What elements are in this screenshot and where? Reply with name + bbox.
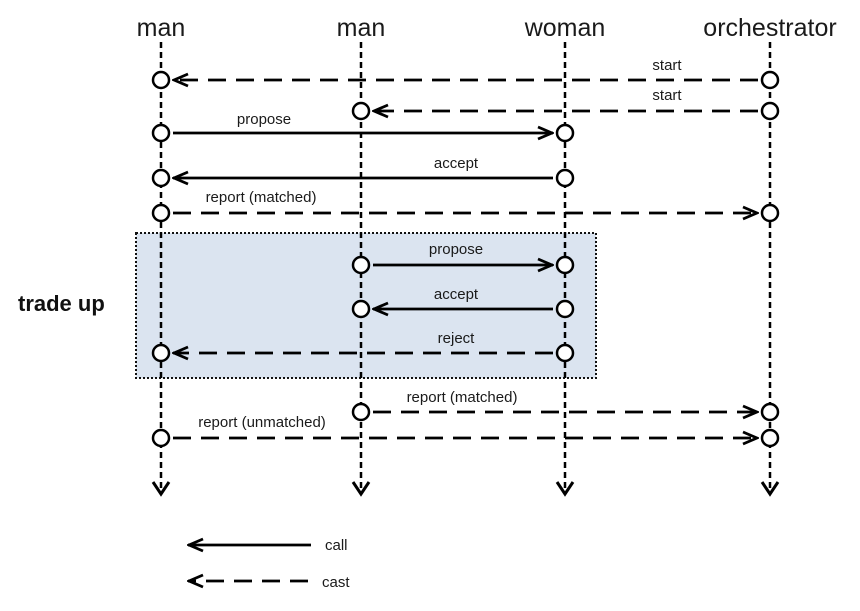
lifeline-end-arrow-man-2 [351,481,371,497]
message-report-matched-2: report (matched) [351,389,780,422]
message-port [151,70,171,90]
message-port [151,428,171,448]
message-label: accept [434,155,479,172]
lifeline-end-arrow-woman [555,481,575,497]
message-port [555,299,575,319]
message-port [351,255,371,275]
lifeline-end-arrow-orchestrator [760,481,780,497]
message-port [351,299,371,319]
message-report-unmatched: report (unmatched) [151,414,780,448]
message-report-matched-1: report (matched) [151,189,780,223]
message-reject: reject [151,330,575,363]
message-port [555,168,575,188]
message-port [151,203,171,223]
message-start-2: start [351,87,780,121]
message-port [760,402,780,422]
message-label: report (matched) [407,389,518,406]
message-label: reject [438,330,476,347]
message-port [760,203,780,223]
message-port [351,402,371,422]
message-port [555,343,575,363]
message-start-1: start [151,57,780,90]
message-port [151,123,171,143]
message-port [151,168,171,188]
message-label: propose [429,241,483,258]
message-label: start [652,57,682,74]
message-port [555,255,575,275]
message-port [760,70,780,90]
message-propose-2: propose [351,241,575,275]
legend-item-call: call [188,537,348,554]
message-port [151,343,171,363]
participant-man-2: man [337,14,386,42]
participant-woman: woman [524,14,606,42]
message-port [760,101,780,121]
trade-up-label: trade up [18,291,105,316]
legend-call-label: call [325,537,348,554]
message-accept-1: accept [151,155,575,188]
lifeline-end-arrow-man-1 [151,481,171,497]
message-port [555,123,575,143]
message-label: report (unmatched) [198,414,326,431]
participant-orchestrator: orchestrator [703,14,836,42]
message-port [760,428,780,448]
message-port [351,101,371,121]
message-accept-2: accept [351,286,575,319]
message-propose-1: propose [151,111,575,143]
participant-man-1: man [137,14,186,42]
message-label: start [652,87,682,104]
legend: call cast [188,537,350,591]
legend-item-cast: cast [188,574,350,591]
message-label: report (matched) [206,189,317,206]
message-label: propose [237,111,291,128]
legend-cast-label: cast [322,574,350,591]
message-label: accept [434,286,479,303]
